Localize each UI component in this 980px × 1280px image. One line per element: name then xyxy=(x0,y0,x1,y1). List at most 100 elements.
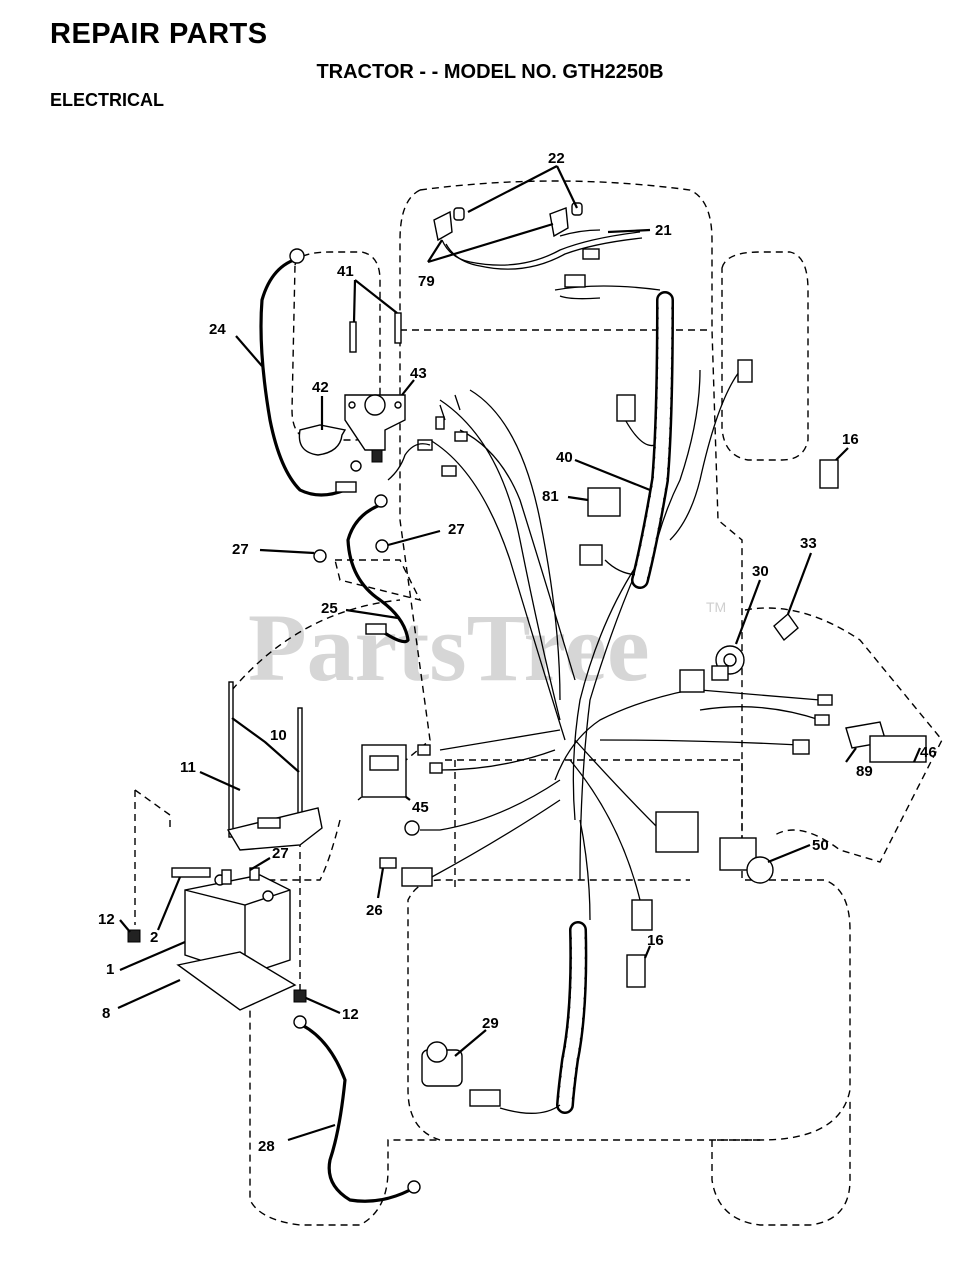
harness-to-dash-2 xyxy=(699,706,821,721)
meter-body[interactable] xyxy=(361,744,407,798)
cable-24 xyxy=(259,248,357,497)
harness-dash-tip-2[interactable] xyxy=(814,714,830,726)
indicator-module-46[interactable] xyxy=(869,735,927,763)
nut-27-left[interactable] xyxy=(313,549,327,563)
callout-24[interactable]: 24 xyxy=(209,321,226,338)
headlight-wire-3 xyxy=(559,229,601,237)
light-switch-33[interactable] xyxy=(773,612,799,642)
callout-8[interactable]: 8 xyxy=(102,1005,110,1022)
callout-21[interactable]: 21 xyxy=(655,222,672,239)
solenoid-boot[interactable] xyxy=(298,424,347,456)
fuse-blade[interactable] xyxy=(379,857,397,869)
callout-22[interactable]: 22 xyxy=(548,150,565,167)
callout-43[interactable]: 43 xyxy=(410,365,427,382)
callout-89[interactable]: 89 xyxy=(856,763,873,780)
rear-loom xyxy=(469,921,588,1114)
solenoid-nut[interactable] xyxy=(350,460,362,472)
callout-45[interactable]: 45 xyxy=(412,799,429,816)
leader-24 xyxy=(235,335,263,367)
right-fender-outline xyxy=(711,1100,851,1226)
callout-27-battery[interactable]: 27 xyxy=(272,845,289,862)
harness-loom-40 xyxy=(631,291,674,589)
cable-25-lug[interactable] xyxy=(365,623,387,635)
callout-29[interactable]: 29 xyxy=(482,1015,499,1032)
switch-16-upper[interactable] xyxy=(819,459,839,489)
headlight-connector[interactable] xyxy=(582,248,600,260)
harness-mid-plug[interactable] xyxy=(579,544,603,566)
battery-clip-12-left[interactable] xyxy=(127,929,141,943)
harness-spade-terminal-2[interactable] xyxy=(454,431,468,442)
headlight-left[interactable] xyxy=(433,210,453,242)
cable-28-wire[interactable] xyxy=(301,1023,411,1203)
meter-lead-tip-1[interactable] xyxy=(417,744,431,756)
callout-16-lower[interactable]: 16 xyxy=(647,932,664,949)
callout-11[interactable]: 11 xyxy=(180,759,196,776)
callout-46[interactable]: 46 xyxy=(920,744,937,761)
seat-switch-plug[interactable] xyxy=(631,899,653,931)
solenoid-body[interactable] xyxy=(344,394,406,451)
callout-33[interactable]: 33 xyxy=(800,535,817,552)
callout-27-left[interactable]: 27 xyxy=(232,541,249,558)
pto-knob[interactable] xyxy=(746,856,774,884)
battery-clamp-line-left xyxy=(134,789,171,830)
relay-81[interactable] xyxy=(587,487,621,517)
headlight-bulb-left[interactable] xyxy=(453,207,465,221)
callout-10[interactable]: 10 xyxy=(270,727,287,744)
callout-79[interactable]: 79 xyxy=(418,273,435,290)
bolt-41-right[interactable] xyxy=(394,312,402,344)
cable-24-lug[interactable] xyxy=(335,481,357,493)
cable-24-ring-top[interactable] xyxy=(289,248,305,264)
harness-six-pin-plug[interactable] xyxy=(655,811,699,853)
callout-30[interactable]: 30 xyxy=(752,563,769,580)
cable-28-ring-bottom[interactable] xyxy=(407,1180,421,1194)
battery-body[interactable] xyxy=(184,874,291,976)
callout-2[interactable]: 2 xyxy=(150,929,158,946)
harness-spade-terminal-4[interactable] xyxy=(441,465,457,477)
harness-dash-tip-3[interactable] xyxy=(792,739,810,755)
ignition-switch-30 xyxy=(711,645,745,681)
callout-50[interactable]: 50 xyxy=(812,837,829,854)
callout-81[interactable]: 81 xyxy=(542,488,559,505)
ground-ring-terminal[interactable] xyxy=(404,820,420,836)
cable-25-ring-top[interactable] xyxy=(374,494,388,508)
callout-42[interactable]: 42 xyxy=(312,379,329,396)
battery-hex-nut[interactable] xyxy=(221,869,232,885)
battery-clip-12-right[interactable] xyxy=(293,989,307,1003)
seat-switch-plunger[interactable] xyxy=(426,1041,448,1063)
switch-16-lower[interactable] xyxy=(626,954,646,988)
holddown-rod-left[interactable] xyxy=(228,681,234,838)
meter-lead-tip-2[interactable] xyxy=(429,762,443,774)
battery-bolt[interactable] xyxy=(171,867,211,878)
cable-24-wire[interactable] xyxy=(259,256,346,497)
bolt-41-left[interactable] xyxy=(349,321,357,353)
cable-28-ring-top[interactable] xyxy=(293,1015,307,1029)
callout-41[interactable]: 41 xyxy=(337,263,354,280)
callout-27-right[interactable]: 27 xyxy=(448,521,465,538)
callout-26[interactable]: 26 xyxy=(366,902,383,919)
harness-dash-tip-1[interactable] xyxy=(817,694,833,706)
callout-1[interactable]: 1 xyxy=(106,961,114,978)
headlight-bulb-right[interactable] xyxy=(571,202,583,216)
headlight-right[interactable] xyxy=(549,207,569,238)
harness-right-plug[interactable] xyxy=(737,359,753,383)
solenoid-terminal[interactable] xyxy=(364,394,386,416)
callout-12-left[interactable]: 12 xyxy=(98,911,115,928)
callout-40[interactable]: 40 xyxy=(556,449,573,466)
harness-to-dash-1 xyxy=(699,689,821,701)
callout-12-right[interactable]: 12 xyxy=(342,1006,359,1023)
leader-33 xyxy=(786,552,813,615)
callout-25[interactable]: 25 xyxy=(321,600,338,617)
fuse-holder[interactable] xyxy=(401,867,433,887)
harness-top-plug[interactable] xyxy=(564,274,586,288)
callout-16-upper[interactable]: 16 xyxy=(842,431,859,448)
battery-tray[interactable] xyxy=(176,951,297,1011)
rear-loom-plug[interactable] xyxy=(469,1089,501,1107)
cable-25-wire[interactable] xyxy=(346,503,410,644)
harness-upper-plug[interactable] xyxy=(616,394,636,422)
battery-terminal-pos[interactable] xyxy=(262,890,274,902)
holddown-bar[interactable] xyxy=(226,807,323,851)
harness-dash-plug[interactable] xyxy=(679,669,705,693)
callout-28[interactable]: 28 xyxy=(258,1138,275,1155)
nut-27-right[interactable] xyxy=(375,539,389,553)
harness-spade-terminal-1[interactable] xyxy=(435,416,445,430)
